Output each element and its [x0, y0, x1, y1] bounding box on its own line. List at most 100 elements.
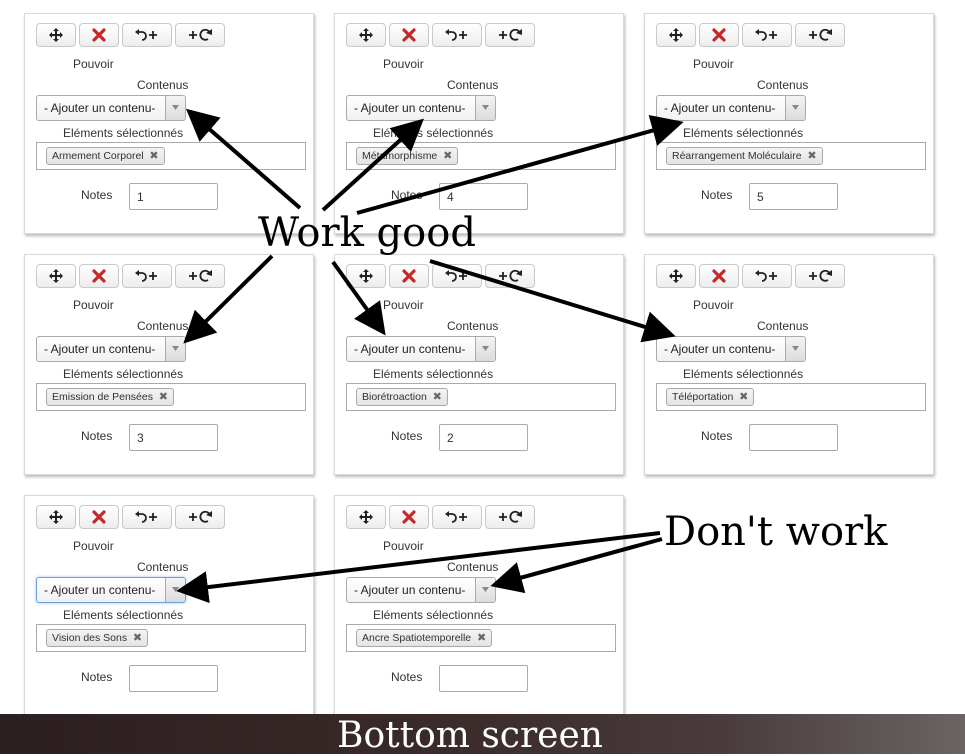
selected-elements-label: Eléments sélectionnés [373, 367, 494, 381]
remove-chip-icon[interactable]: ✖ [443, 150, 453, 162]
select-value: - Ajouter un contenu- [664, 101, 776, 115]
insert-after-button[interactable] [485, 23, 535, 47]
power-card: Pouvoir Contenus - Ajouter un contenu- E… [24, 495, 314, 716]
move-button[interactable] [346, 264, 386, 288]
plus-redo-icon [809, 28, 832, 41]
selected-elements-box[interactable]: Emission de Pensées✖ [36, 383, 306, 411]
dropdown-arrow[interactable] [475, 578, 495, 602]
selected-elements-box[interactable]: Métamorphisme✖ [346, 142, 616, 170]
delete-button[interactable] [389, 264, 429, 288]
dropdown-arrow[interactable] [475, 96, 495, 120]
notes-input[interactable] [129, 665, 218, 692]
red-x-icon [92, 28, 106, 42]
undo-plus-icon [135, 29, 157, 41]
delete-button[interactable] [79, 505, 119, 529]
insert-before-button[interactable] [742, 264, 792, 288]
notes-input[interactable]: 2 [439, 424, 528, 451]
insert-before-button[interactable] [742, 23, 792, 47]
dropdown-arrow[interactable] [475, 337, 495, 361]
delete-button[interactable] [699, 23, 739, 47]
content-select[interactable]: - Ajouter un contenu- [346, 577, 496, 603]
pouvoir-label: Pouvoir [383, 539, 424, 553]
chevron-down-icon [172, 587, 179, 592]
plus-redo-icon [189, 510, 212, 523]
content-select[interactable]: - Ajouter un contenu- [36, 95, 186, 121]
remove-chip-icon[interactable]: ✖ [149, 150, 159, 162]
insert-before-button[interactable] [122, 264, 172, 288]
chip-label: Armement Corporel [52, 150, 144, 162]
move-button[interactable] [656, 264, 696, 288]
insert-after-button[interactable] [485, 505, 535, 529]
pouvoir-label: Pouvoir [73, 57, 114, 71]
dropdown-arrow[interactable] [165, 96, 185, 120]
chevron-down-icon [792, 105, 799, 110]
plus-redo-icon [189, 269, 212, 282]
notes-label: Notes [391, 188, 423, 202]
insert-before-button[interactable] [122, 23, 172, 47]
undo-plus-icon [135, 511, 157, 523]
remove-chip-icon[interactable]: ✖ [158, 391, 168, 403]
content-select[interactable]: - Ajouter un contenu- [346, 336, 496, 362]
notes-input[interactable] [749, 424, 838, 451]
selected-elements-label: Eléments sélectionnés [63, 126, 184, 140]
move-button[interactable] [656, 23, 696, 47]
insert-after-button[interactable] [175, 264, 225, 288]
chevron-down-icon [482, 587, 489, 592]
plus-redo-icon [499, 269, 522, 282]
insert-after-button[interactable] [795, 23, 845, 47]
remove-chip-icon[interactable]: ✖ [432, 391, 442, 403]
move-button[interactable] [36, 23, 76, 47]
selected-elements-box[interactable]: Réarrangement Moléculaire✖ [656, 142, 926, 170]
delete-button[interactable] [699, 264, 739, 288]
content-select[interactable]: - Ajouter un contenu- [656, 336, 806, 362]
selected-elements-box[interactable]: Armement Corporel ✖ [36, 142, 306, 170]
undo-plus-icon [755, 29, 777, 41]
notes-input[interactable]: 3 [129, 424, 218, 451]
content-select[interactable]: - Ajouter un contenu- [36, 336, 186, 362]
content-select[interactable]: - Ajouter un contenu- [36, 577, 186, 603]
content-select[interactable]: - Ajouter un contenu- [656, 95, 806, 121]
delete-button[interactable] [389, 23, 429, 47]
remove-chip-icon[interactable]: ✖ [476, 632, 487, 644]
move-button[interactable] [346, 505, 386, 529]
insert-before-button[interactable] [122, 505, 172, 529]
contenus-label: Contenus [757, 319, 809, 333]
move-button[interactable] [36, 264, 76, 288]
move-button[interactable] [346, 23, 386, 47]
move-button[interactable] [36, 505, 76, 529]
delete-button[interactable] [389, 505, 429, 529]
insert-after-button[interactable] [795, 264, 845, 288]
insert-after-button[interactable] [175, 23, 225, 47]
insert-before-button[interactable] [432, 505, 482, 529]
content-select[interactable]: - Ajouter un contenu- [346, 95, 496, 121]
remove-chip-icon[interactable]: ✖ [739, 391, 749, 403]
selected-elements-box[interactable]: Biorétroaction✖ [346, 383, 616, 411]
select-value: - Ajouter un contenu- [44, 342, 156, 356]
chevron-down-icon [172, 105, 179, 110]
red-x-icon [92, 269, 106, 283]
insert-before-button[interactable] [432, 23, 482, 47]
remove-chip-icon[interactable]: ✖ [132, 632, 143, 644]
remove-chip-icon[interactable]: ✖ [807, 150, 817, 162]
selected-chip: Biorétroaction✖ [356, 388, 448, 406]
delete-button[interactable] [79, 23, 119, 47]
delete-button[interactable] [79, 264, 119, 288]
insert-after-button[interactable] [175, 505, 225, 529]
selected-elements-box[interactable]: Téléportation✖ [656, 383, 926, 411]
move-arrows-icon [359, 28, 373, 42]
chevron-down-icon [482, 105, 489, 110]
notes-input[interactable]: 1 [129, 183, 218, 210]
insert-after-button[interactable] [485, 264, 535, 288]
selected-elements-box[interactable]: Ancre Spatiotemporelle✖ [346, 624, 616, 652]
insert-before-button[interactable] [432, 264, 482, 288]
notes-input[interactable]: 5 [749, 183, 838, 210]
dropdown-arrow[interactable] [165, 337, 185, 361]
dropdown-arrow[interactable] [785, 337, 805, 361]
selected-elements-label: Eléments sélectionnés [63, 367, 184, 381]
notes-input[interactable] [439, 665, 528, 692]
selected-elements-box[interactable]: Vision des Sons✖ [36, 624, 306, 652]
dropdown-arrow[interactable] [165, 578, 185, 602]
notes-input[interactable]: 4 [439, 183, 528, 210]
plus-redo-icon [189, 28, 212, 41]
dropdown-arrow[interactable] [785, 96, 805, 120]
